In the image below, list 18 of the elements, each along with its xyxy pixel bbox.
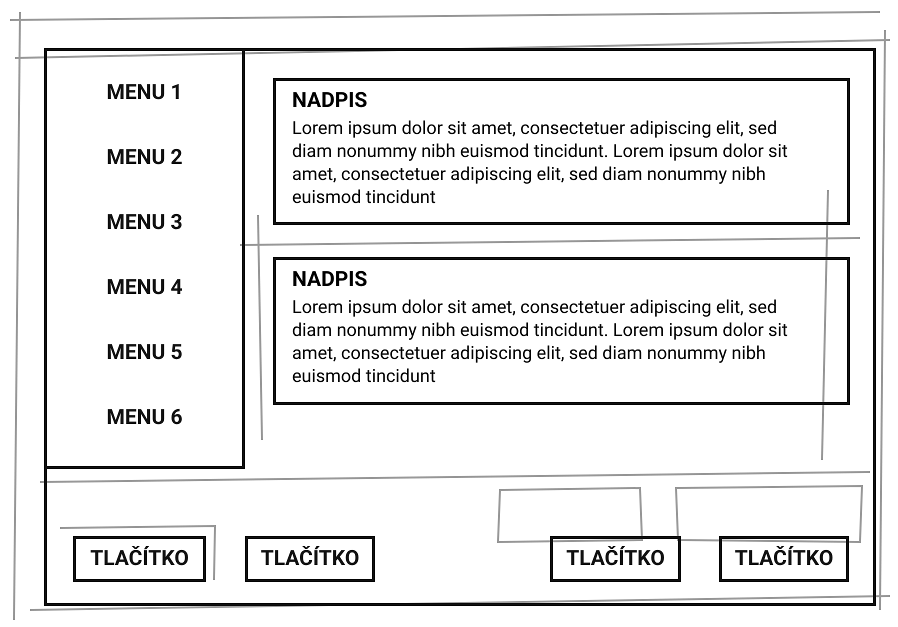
content-card <box>273 257 850 405</box>
button: TLAČÍTKO <box>550 536 681 582</box>
card-text: Lorem ipsum dolor sit amet, consectetuer adipiscing elit, sed diam nonummy nibh euismod tincidunt. Lorem ipsum dolor sit amet, consectetuer adipiscing elit, sed diam nonummy nibh euismod tincidunt <box>292 117 789 209</box>
card-heading: NADPIS <box>292 268 368 292</box>
menu-item: MENU 5 <box>105 341 184 365</box>
card-text: Lorem ipsum dolor sit amet, consectetuer adipiscing elit, sed diam nonummy nibh euismod tincidunt. Lorem ipsum dolor sit amet, consectetuer adipiscing elit, sed diam nonummy nibh euismod tincidunt <box>292 296 789 388</box>
menu-item: MENU 3 <box>105 211 184 235</box>
button: TLAČÍTKO <box>719 536 849 582</box>
button: TLAČÍTKO <box>245 536 375 582</box>
menu-item: MENU 4 <box>105 276 184 300</box>
menu-item: MENU 6 <box>105 406 184 430</box>
menu-item: MENU 2 <box>105 146 184 170</box>
menu-item: MENU 1 <box>105 81 184 105</box>
page-frame <box>44 48 876 606</box>
content-card <box>273 78 850 225</box>
sidebar-panel <box>44 48 245 469</box>
card-heading: NADPIS <box>292 89 368 113</box>
button: TLAČÍTKO <box>73 536 206 582</box>
